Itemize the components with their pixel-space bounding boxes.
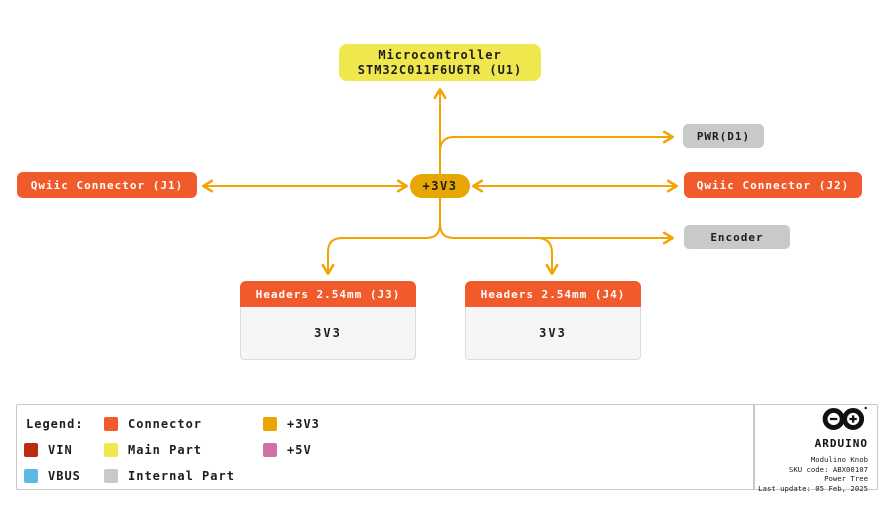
headers-j4-pin-3v3: 3V3: [465, 307, 641, 360]
headers-j3-pin-3v3: 3V3: [240, 307, 416, 360]
wire-rail-to-headers-j3: [321, 195, 441, 275]
legend-item-main-part: Main Part: [104, 442, 202, 457]
legend-footer-divider: [753, 405, 755, 489]
legend-label: +5V: [287, 442, 312, 457]
legend-item-vbus: VBUS: [24, 468, 81, 483]
headers-j3-title: Headers 2.54mm (J3): [240, 281, 416, 307]
microcontroller-part-number: STM32C011F6U6TR (U1): [357, 62, 523, 77]
legend-label: Main Part: [128, 442, 203, 457]
legend-item-3v3: +3V3: [263, 416, 320, 431]
brand-block: ARDUINO Modulino Knob SKU code: ABX00107…: [754, 406, 868, 493]
connector-swatch: [104, 416, 118, 431]
wire-rail-to-pwr-led: [439, 130, 674, 153]
vbus-swatch: [24, 468, 38, 483]
node-3v3-rail: +3V3: [410, 174, 470, 198]
arduino-logo-icon: [822, 406, 867, 430]
legend-label: Connector: [128, 416, 203, 431]
legend-item-internal-part: Internal Part: [104, 468, 235, 483]
doc-type: Power Tree: [824, 474, 868, 483]
3v3-swatch: [263, 416, 277, 431]
node-qwiic-connector-j1: Qwiic Connector (J1): [17, 172, 197, 198]
wire-rail-to-encoder: [439, 223, 674, 245]
microcontroller-name: Microcontroller: [378, 47, 502, 62]
internal-part-swatch: [104, 468, 118, 483]
product-name: Modulino Knob: [810, 455, 868, 464]
legend-label: VBUS: [48, 468, 81, 483]
node-headers-j4: Headers 2.54mm (J4) 3V3: [465, 281, 641, 360]
sku-code: SKU code: ABX00107: [788, 464, 868, 474]
node-microcontroller: Microcontroller STM32C011F6U6TR (U1): [339, 44, 541, 81]
5v-swatch: [263, 442, 277, 457]
legend-panel: Legend: Connector +3V3 VIN Main Part +5V…: [16, 404, 878, 490]
legend-item-vin: VIN: [24, 442, 73, 457]
legend-title: Legend:: [26, 417, 84, 431]
node-encoder: Encoder: [684, 225, 790, 249]
headers-j4-title: Headers 2.54mm (J4): [465, 281, 641, 307]
last-update: Last update: 05 Feb, 2025: [758, 483, 868, 493]
legend-label: +3V3: [287, 416, 320, 431]
node-headers-j3: Headers 2.54mm (J3) 3V3: [240, 281, 416, 360]
legend-label: Internal Part: [128, 468, 235, 483]
brand-name: ARDUINO: [814, 437, 868, 450]
node-pwr-led-d1: PWR(D1): [683, 124, 764, 148]
product-info: Modulino Knob SKU code: ABX00107 Power T…: [754, 455, 868, 493]
node-qwiic-connector-j2: Qwiic Connector (J2): [684, 172, 862, 198]
legend-item-connector: Connector: [104, 416, 202, 431]
wire-rail-to-headers-j4: [536, 237, 559, 275]
main-part-swatch: [104, 442, 118, 457]
legend-label: VIN: [48, 442, 73, 457]
legend-item-5v: +5V: [263, 442, 312, 457]
vin-swatch: [24, 442, 38, 457]
